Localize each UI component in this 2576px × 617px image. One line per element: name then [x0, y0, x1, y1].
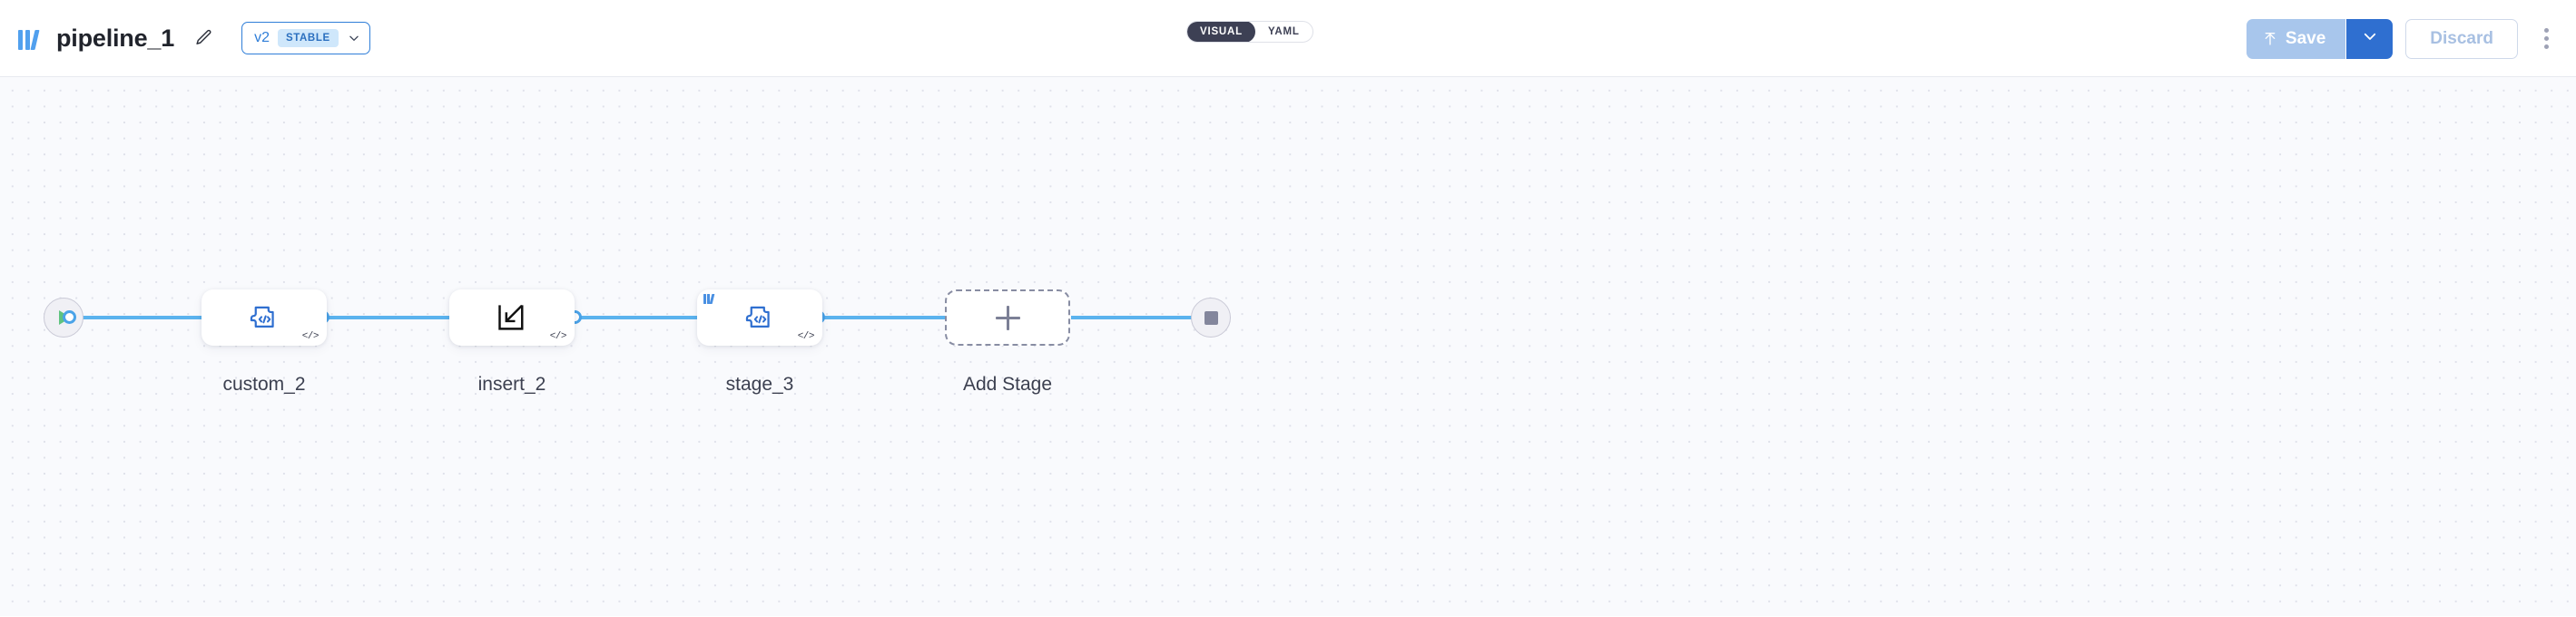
- port-start-out[interactable]: [63, 310, 76, 324]
- page-title: pipeline_1: [56, 24, 175, 52]
- plus-icon: [995, 305, 1020, 330]
- version-label: v2: [254, 30, 270, 45]
- save-button[interactable]: Save: [2246, 18, 2346, 59]
- chevron-down-icon: [2362, 28, 2378, 49]
- pipeline-node-stage-3[interactable]: </>: [697, 289, 822, 346]
- version-selector[interactable]: v2 STABLE: [241, 22, 370, 54]
- custom-code-puzzle-icon: [249, 302, 280, 333]
- view-mode-toggle[interactable]: VISUAL YAML: [1186, 21, 1313, 43]
- pipeline-node-insert-2[interactable]: </>: [449, 289, 575, 346]
- add-stage-label: Add Stage: [962, 374, 1053, 395]
- discard-button[interactable]: Discard: [2405, 18, 2518, 59]
- tab-yaml[interactable]: YAML: [1267, 26, 1300, 37]
- upload-arrow-icon: [2263, 30, 2277, 48]
- end-node[interactable]: [1191, 298, 1231, 338]
- stop-icon: [1204, 310, 1218, 325]
- pipeline-flow: </> custom_2 </> insert_2: [0, 77, 2576, 616]
- insert-arrow-icon: [496, 301, 528, 334]
- chevron-down-icon: [347, 31, 361, 45]
- pipeline-node-label-custom-2: custom_2: [222, 374, 306, 395]
- pipeline-node-custom-2[interactable]: </>: [202, 289, 327, 346]
- pipeline-logo-icon: [18, 26, 44, 50]
- pipeline-node-label-insert-2: insert_2: [477, 374, 546, 395]
- save-button-group[interactable]: Save: [2246, 18, 2394, 59]
- tab-visual[interactable]: VISUAL: [1187, 22, 1255, 42]
- toolbar-right-group: Save Discard: [2246, 0, 2561, 77]
- top-toolbar: pipeline_1 v2 STABLE VISUAL YAML: [0, 0, 2576, 77]
- toolbar-left-group: pipeline_1 v2 STABLE: [0, 20, 370, 56]
- save-button-label: Save: [2285, 28, 2326, 48]
- node-code-badge: </>: [549, 331, 567, 342]
- pipeline-node-label-stage-3: stage_3: [725, 374, 794, 395]
- save-options-button[interactable]: [2345, 18, 2394, 59]
- kebab-menu-icon[interactable]: [2531, 19, 2561, 59]
- node-code-badge: </>: [797, 331, 815, 342]
- pipeline-edges: [69, 316, 1200, 319]
- version-status-badge: STABLE: [277, 29, 339, 47]
- pencil-icon[interactable]: [185, 20, 221, 56]
- custom-code-puzzle-icon: [744, 302, 775, 333]
- node-code-badge: </>: [301, 331, 320, 342]
- pipeline-canvas[interactable]: </> custom_2 </> insert_2: [0, 77, 2576, 616]
- pipeline-logo-icon: [703, 293, 716, 304]
- add-stage-button[interactable]: [945, 289, 1070, 346]
